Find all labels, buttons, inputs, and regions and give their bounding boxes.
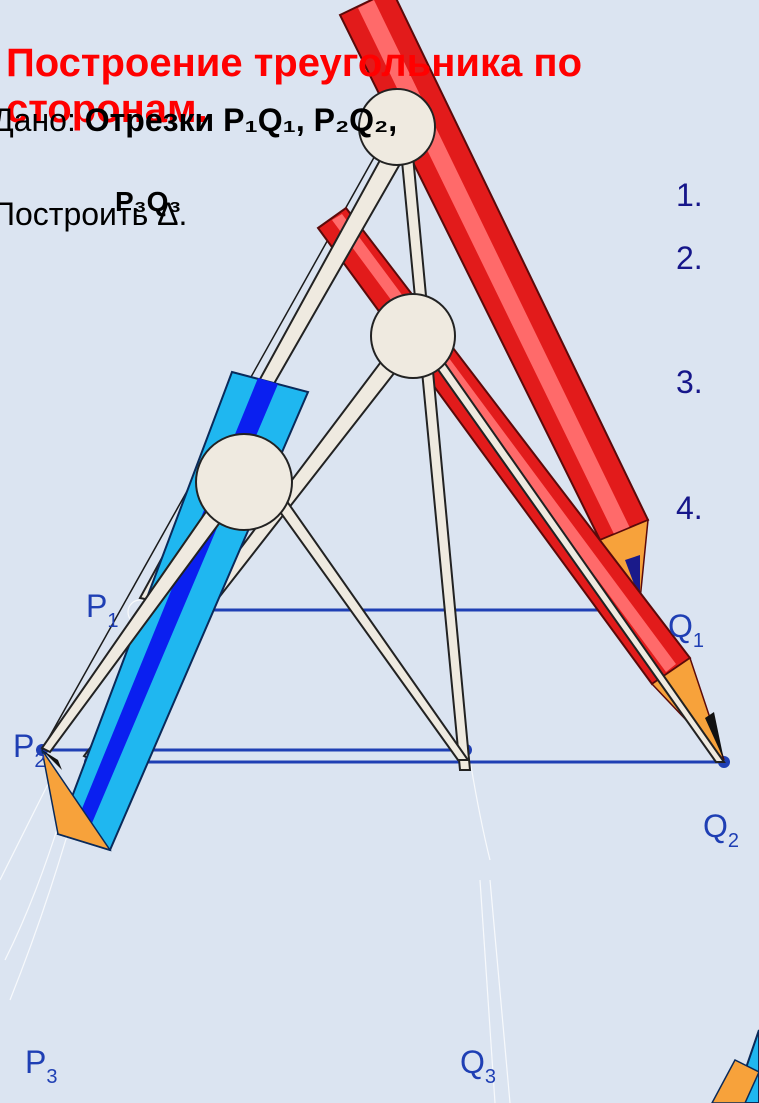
given-segments: Отрезки P₁Q₁, P₂Q₂,: [84, 102, 398, 138]
given-prefix: Дано:: [0, 102, 76, 138]
label-p2: P2: [13, 728, 45, 773]
label-p1-index: 1: [107, 610, 119, 632]
label-q3-letter: Q: [460, 1044, 485, 1080]
given-segment-3: P₃Q₃: [115, 186, 182, 217]
label-p3-letter: P: [25, 1044, 47, 1080]
step-2: 2.: [676, 240, 703, 276]
label-p1: P1: [86, 588, 118, 633]
label-p2-index: 2: [34, 750, 46, 772]
step-1: 1.: [676, 177, 703, 213]
label-p3: P3: [25, 1044, 57, 1089]
construction-arcs: [0, 599, 511, 1103]
given-statement: Дано: Отрезки P₁Q₁, P₂Q₂,: [0, 102, 397, 139]
page-title-continued: сторонам.: [6, 87, 208, 131]
label-q2: Q2: [703, 808, 739, 853]
label-q1-letter: Q: [668, 608, 693, 644]
compass-icon[interactable]: [40, 433, 470, 761]
label-q1: Q1: [668, 608, 704, 653]
construct-statement: Построить Δ.: [0, 196, 187, 233]
label-q2-letter: Q: [703, 808, 728, 844]
segment-p1q1: [142, 604, 650, 616]
label-q3-index: 3: [484, 1066, 497, 1088]
step-4: 4.: [676, 490, 703, 526]
label-p2-letter: P: [13, 728, 35, 764]
construct-label: Построить Δ.: [0, 196, 188, 232]
label-q3: Q3: [460, 1044, 496, 1089]
label-p1-letter: P: [86, 588, 108, 624]
label-q2-index: 2: [727, 830, 740, 852]
blue-pencil-icon[interactable]: [711, 1029, 759, 1103]
segment-p2q2: [84, 756, 730, 768]
step-3: 3.: [676, 364, 703, 400]
page-title: Построение треугольника по: [6, 41, 582, 85]
label-q1-index: 1: [692, 630, 705, 652]
label-p3-index: 3: [46, 1066, 58, 1088]
